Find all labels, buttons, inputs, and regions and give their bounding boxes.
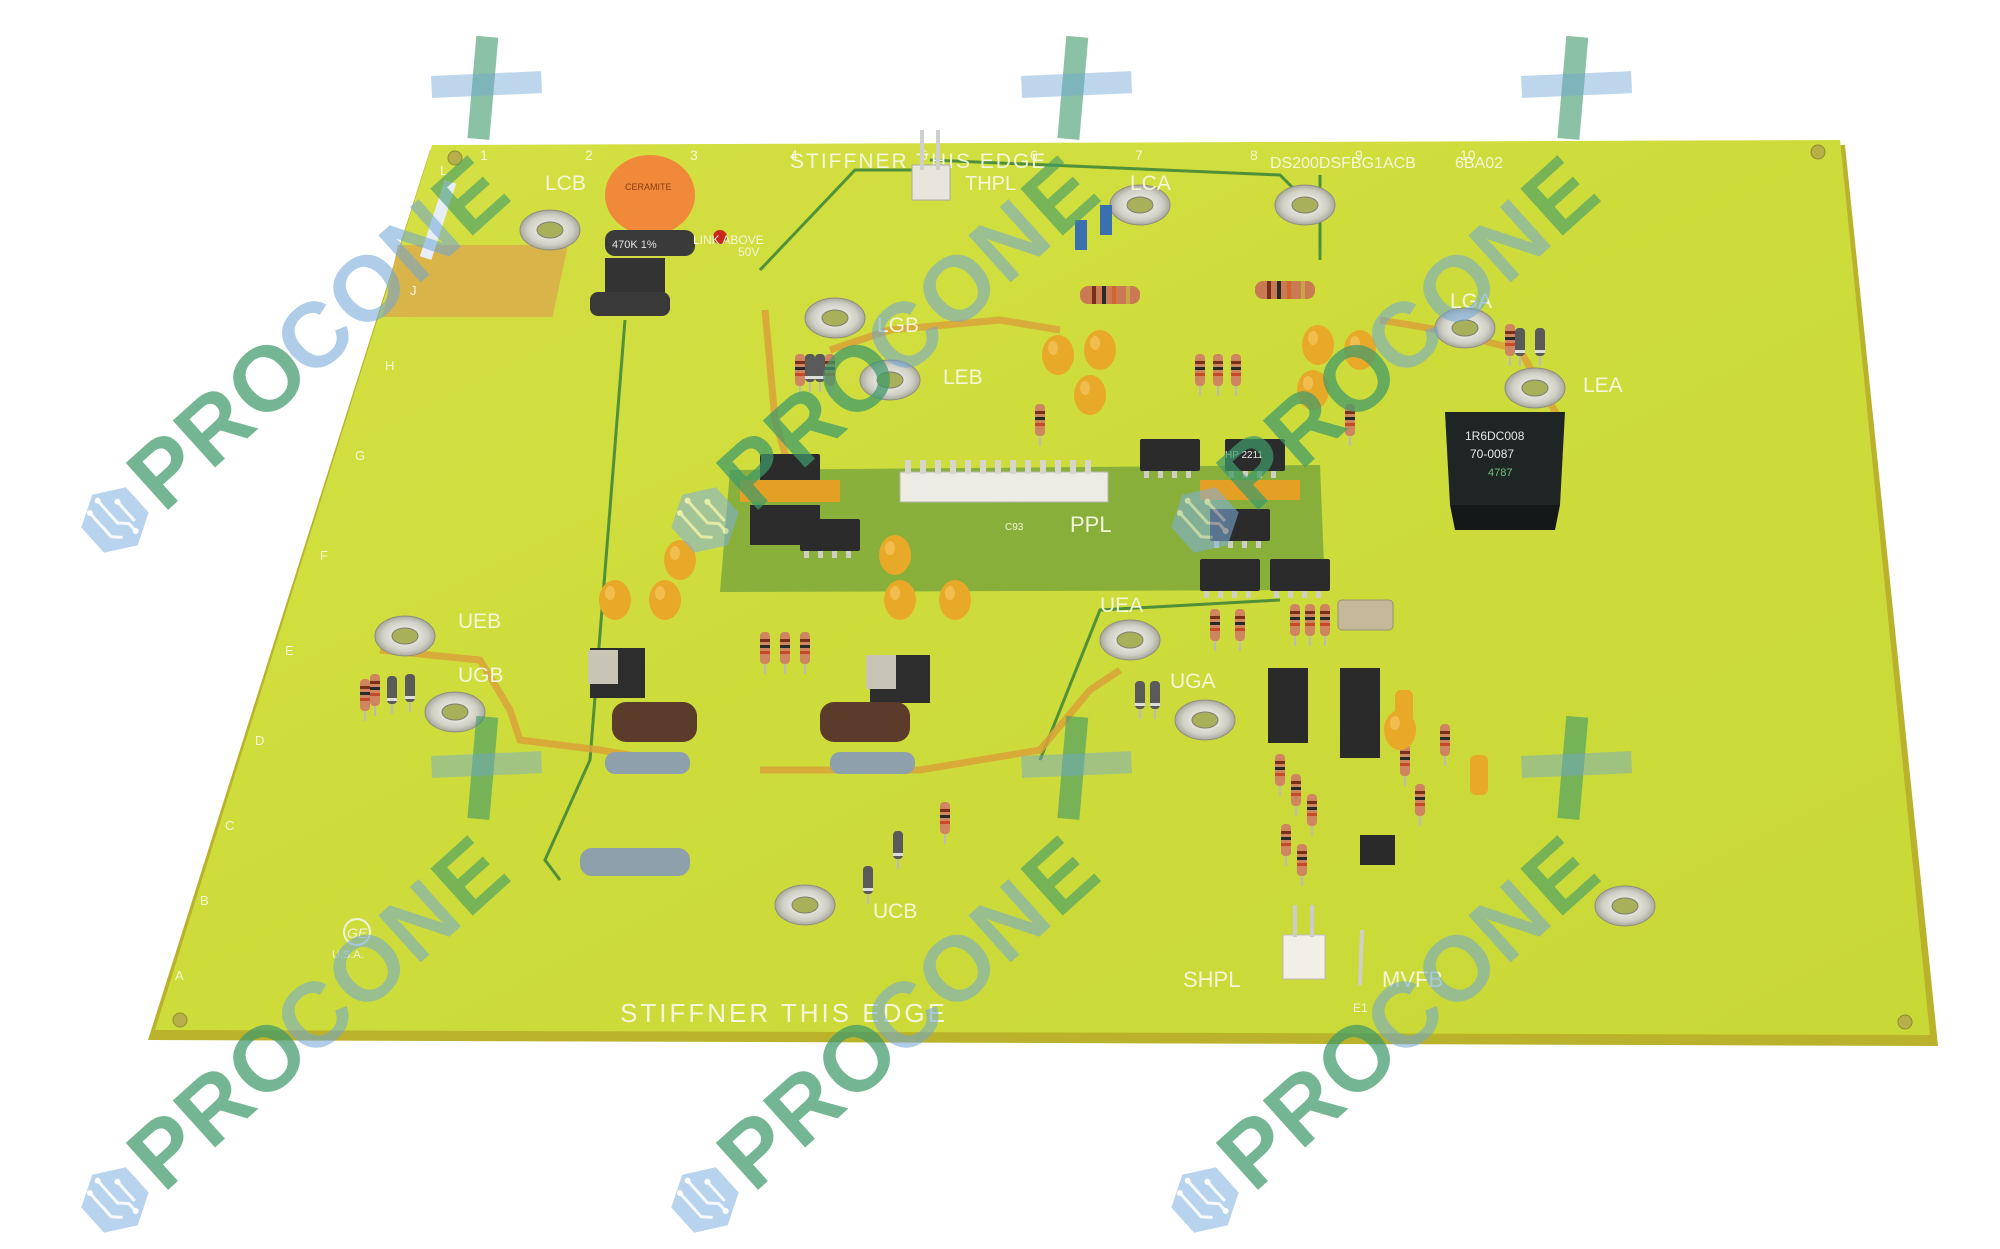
- left-lower-cluster: [359, 535, 971, 905]
- link-note-line1: LINK ABOVE: [693, 233, 764, 247]
- terminal-label-uea: UEA: [1100, 594, 1143, 617]
- svg-text:8: 8: [1250, 147, 1258, 163]
- svg-text:470K 1%: 470K 1%: [612, 239, 657, 251]
- top-edge-label: STIFFNER THIS EDGE: [790, 150, 1047, 173]
- connector-label-ppl: PPL: [1070, 512, 1112, 537]
- terminal-label-lea: LEA: [1583, 374, 1623, 397]
- terminal-label-lcb: LCB: [545, 172, 586, 195]
- transformer: 1R6DC008 70-0087 4787: [1445, 412, 1565, 530]
- terminal-label-uga: UGA: [1170, 670, 1216, 693]
- link-note-line2: 50V: [738, 245, 759, 259]
- ppl-connector: [899, 460, 1109, 503]
- svg-text:1R6DC008: 1R6DC008: [1465, 429, 1525, 443]
- svg-text:A: A: [175, 968, 184, 983]
- large-resistor: [580, 848, 690, 876]
- revision: 6BA02: [1455, 155, 1503, 172]
- svg-text:9: 9: [1355, 147, 1363, 163]
- svg-text:10: 10: [1460, 147, 1476, 163]
- svg-text:70-0087: 70-0087: [1470, 447, 1514, 461]
- svg-text:E: E: [285, 643, 294, 658]
- led-ds1: [713, 230, 727, 244]
- svg-text:C: C: [225, 818, 234, 833]
- svg-text:D: D: [255, 733, 264, 748]
- svg-text:2: 2: [585, 147, 593, 163]
- svg-text:7: 7: [1135, 147, 1143, 163]
- svg-text:B: B: [200, 893, 209, 908]
- svg-text:1: 1: [480, 147, 488, 163]
- thpl-connector: [911, 130, 951, 201]
- resistor-470k: 470K 1%: [605, 230, 695, 256]
- svg-text:H: H: [385, 358, 394, 373]
- terminal-label-ueb: UEB: [458, 610, 501, 633]
- svg-text:G: G: [355, 448, 365, 463]
- disc-capacitor: CERAMITE: [605, 155, 695, 235]
- terminal-label-leb: LEB: [943, 366, 983, 389]
- svg-text:4787: 4787: [1488, 467, 1512, 479]
- svg-text:F: F: [320, 548, 328, 563]
- part-number: DS200DSFBG1ACB: [1270, 155, 1416, 172]
- ref-c93: C93: [1005, 522, 1024, 533]
- right-lower-cluster: [1134, 599, 1488, 887]
- svg-text:CERAMITE: CERAMITE: [625, 182, 672, 192]
- svg-text:3: 3: [690, 147, 698, 163]
- terminal-label-ugb: UGB: [458, 664, 504, 687]
- svg-text:4: 4: [790, 147, 798, 163]
- terminal-label-ucb: UCB: [873, 900, 917, 923]
- terminal-label-lca: LCA: [1130, 172, 1171, 195]
- shpl-connector: [1282, 905, 1326, 980]
- connector-label-shpl: SHPL: [1183, 967, 1240, 992]
